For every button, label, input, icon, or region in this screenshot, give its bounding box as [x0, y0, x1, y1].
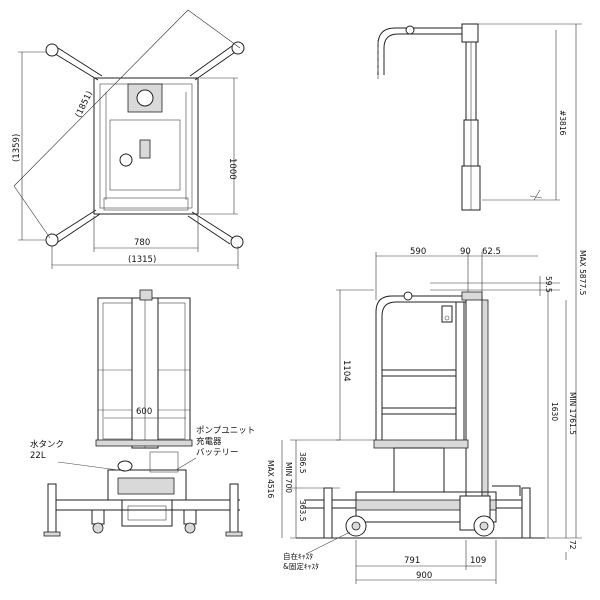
dim-max-5877-5: MAX 5877.5: [578, 250, 587, 296]
pump-unit: [149, 451, 179, 473]
side-view: 590 90 62.5 59.5: [266, 23, 587, 584]
dim-platform-width: 600: [136, 407, 152, 417]
chassis-outline: [93, 77, 199, 215]
outrigger-jack: [521, 487, 531, 539]
dim-1630: 1630: [550, 402, 559, 421]
label-pump-unit: ポンプユニット: [196, 426, 255, 436]
outrigger-jack: [47, 483, 57, 535]
dim-59-5: 59.5: [544, 276, 553, 293]
dim-min-700: MIN 700: [284, 462, 293, 493]
water-tank-cap: [117, 460, 133, 472]
dim-791: 791: [404, 556, 420, 566]
dim-depth-inner: 1000: [227, 158, 237, 180]
dim-90: 90: [460, 247, 471, 257]
dim-386-5: 386.5: [298, 452, 307, 474]
side-view-extended: [377, 23, 543, 211]
handrail: [375, 295, 470, 440]
outrigger-pad: [45, 43, 59, 57]
label-battery: バッテリー: [196, 448, 239, 458]
outrigger-pad: [231, 41, 245, 55]
mast: [465, 295, 483, 497]
dim-width-inner: 780: [134, 238, 150, 248]
platform-floor: [373, 439, 469, 449]
platform-floor: [95, 439, 193, 447]
label-caster-swivel: 自在ｷｬｽﾀ: [283, 551, 313, 561]
control-box: [441, 305, 453, 323]
label-charger: 充電器: [196, 436, 222, 447]
handrail-extended: [377, 27, 462, 75]
dim-1104: 1104: [341, 360, 351, 382]
dimension-line: [13, 9, 189, 187]
tow-handle: [492, 485, 521, 496]
outrigger-leg: [194, 49, 239, 81]
dim-depth-outer: (1359): [12, 134, 22, 162]
dim-62-5: 62.5: [482, 247, 501, 257]
dim-590: 590: [410, 247, 426, 257]
gauge: [119, 153, 133, 167]
dim-max-4516: MAX 4516: [266, 460, 275, 498]
dim-min-1761-5: MIN 1761.5: [568, 392, 577, 435]
dim-900: 900: [416, 571, 432, 581]
dim-109: 109: [470, 556, 486, 566]
battery-box: [393, 447, 445, 493]
dim-width-outer: (1315): [128, 255, 156, 265]
top-view: (1851) (1359) 1000 780 (1315): [12, 9, 245, 269]
outrigger-jack: [323, 487, 333, 539]
outrigger-pad: [45, 233, 59, 247]
outrigger-leg: [51, 209, 97, 239]
label-caster-fixed: &固定ｷｬｽﾀ: [283, 561, 319, 571]
caster: [183, 509, 197, 525]
front-view: 600 水タンク 22L ポンプユニット 充電器 バッテリー: [30, 289, 255, 537]
outrigger-leg: [191, 211, 237, 241]
label-water-tank: 水タンク: [30, 439, 64, 450]
dim-363-5: 363.5: [298, 500, 307, 522]
outrigger-pad: [230, 235, 244, 249]
outrigger-jack: [229, 483, 239, 535]
dim-diagonal: (1851): [74, 90, 95, 120]
caster: [91, 509, 105, 525]
label-water-tank-capacity: 22L: [30, 451, 46, 461]
dim-3816: #3816: [558, 110, 567, 136]
dim-72: 72: [568, 540, 577, 550]
outrigger-leg: [51, 51, 99, 81]
